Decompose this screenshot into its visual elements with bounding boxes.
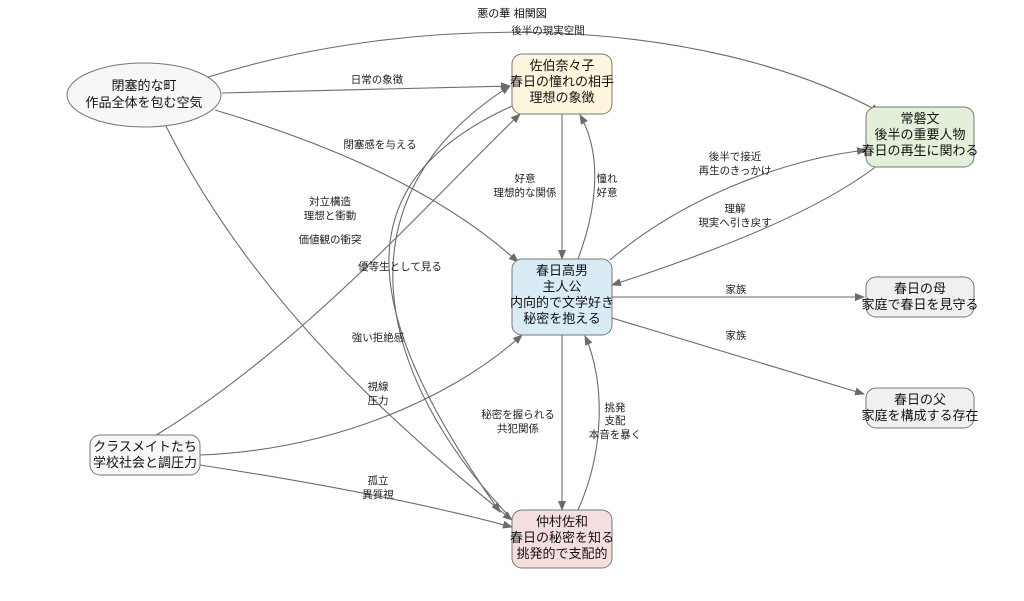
edges <box>147 31 881 529</box>
node-classmates-line2: 学校社会と調圧力 <box>93 455 197 471</box>
node-nakamura-line2: 春日の秘密を知る <box>510 530 614 546</box>
node-kasuga[interactable]: 春日高男 主人公 内向的で文学好き 秘密を抱える <box>510 258 614 336</box>
label-nakamura-kasuga-2: 支配 <box>605 415 626 427</box>
edge-classmates-kasuga <box>199 334 523 456</box>
node-tokiwa[interactable]: 常磐文 後半の重要人物 春日の再生に関わる <box>861 106 979 168</box>
node-saeki-line1: 佐伯奈々子 <box>529 59 594 74</box>
label-nakamura-kasuga-3: 本音を暴く <box>589 428 642 441</box>
label-kasuga-mother: 家族 <box>726 283 747 296</box>
label-saeki-kasuga-2: 理想的な関係 <box>494 186 557 199</box>
label-classmates-nakamura-2: 異質視 <box>362 488 394 501</box>
node-kasuga-line2: 主人公 <box>542 280 581 295</box>
node-kasuga-line3: 内向的で文学好き <box>510 295 614 311</box>
node-saeki[interactable]: 佐伯奈々子 春日の憧れの相手 理想の象徴 <box>510 53 614 115</box>
node-nakamura[interactable]: 仲村佐和 春日の秘密を知る 挑発的で支配的 <box>510 509 614 569</box>
node-saeki-line3: 理想の象徴 <box>529 90 594 106</box>
edge-tokiwa-kasuga <box>611 164 879 287</box>
edge-nakamura-kasuga <box>577 335 600 511</box>
label-kasuga-father: 家族 <box>726 329 747 342</box>
edge-kasuga-father <box>611 317 865 396</box>
node-town[interactable]: 閉塞的な町 作品全体を包む空気 <box>66 62 222 128</box>
edge-town-kasuga <box>214 109 519 263</box>
node-father-line1: 春日の父 <box>894 393 946 408</box>
node-kasuga-line1: 春日高男 <box>536 263 588 279</box>
diagram-title: 悪の華 相関図 <box>477 7 547 20</box>
node-kasuga-line4: 秘密を抱える <box>523 311 601 327</box>
node-classmates-line1: クラスメイトたち <box>93 440 197 455</box>
label-classmates-kasuga-1: 視線 <box>368 380 389 393</box>
edge-town-tokiwa <box>204 31 881 113</box>
node-tokiwa-line1: 常磐文 <box>900 112 939 127</box>
edge-classmates-nakamura <box>199 464 513 529</box>
label-nakamura-saeki: 価値観の衝突 <box>299 233 362 246</box>
label-town-tokiwa: 後半の現実空間 <box>511 24 585 37</box>
label-nakamura-kasuga-1: 挑発 <box>605 401 626 414</box>
edge-nakamura-saeki <box>392 85 511 516</box>
label-town-nakamura: 強い拒絶感 <box>352 331 405 344</box>
edge-classmates-saeki <box>147 113 521 441</box>
label-town-kasuga: 閉塞感を与える <box>343 138 416 151</box>
node-tokiwa-line3: 春日の再生に関わる <box>861 144 978 159</box>
label-tokiwa-kasuga-2: 現実へ引き戻す <box>698 216 772 229</box>
label-tokiwa-kasuga-1: 理解 <box>725 202 746 215</box>
label-saeki-nakamura-2: 理想と衝動 <box>304 209 357 222</box>
label-saeki-nakamura-1: 対立構造 <box>309 195 351 208</box>
node-father-line2: 家庭を構成する存在 <box>861 408 978 424</box>
edge-saeki-nakamura <box>388 105 513 513</box>
label-kasuga-saeki-1: 憧れ <box>597 172 618 185</box>
node-town-line2: 作品全体を包む空気 <box>85 95 202 111</box>
label-kasuga-nakamura-2: 共犯関係 <box>497 423 539 435</box>
node-mother-line1: 春日の母 <box>894 282 946 297</box>
label-kasuga-saeki-2: 好意 <box>597 186 618 199</box>
node-town-line1: 閉塞的な町 <box>111 78 176 94</box>
label-classmates-saeki: 優等生として見る <box>358 260 442 273</box>
edge-kasuga-saeki <box>577 114 596 260</box>
edge-kasuga-tokiwa <box>609 147 867 261</box>
label-kasuga-nakamura-1: 秘密を握られる <box>481 408 555 421</box>
node-father[interactable]: 春日の父 家庭を構成する存在 <box>861 387 979 429</box>
node-mother-line2: 家庭で春日を見守る <box>861 297 978 313</box>
label-classmates-kasuga-2: 圧力 <box>368 394 389 407</box>
label-classmates-nakamura-1: 孤立 <box>368 474 389 487</box>
node-classmates[interactable]: クラスメイトたち 学校社会と調圧力 <box>89 434 201 476</box>
label-saeki-kasuga-1: 好意 <box>515 172 536 185</box>
node-saeki-line2: 春日の憧れの相手 <box>510 75 614 90</box>
node-tokiwa-line2: 後半の重要人物 <box>874 127 965 143</box>
node-mother[interactable]: 春日の母 家庭で春日を見守る <box>861 276 979 318</box>
node-nakamura-line3: 挑発的で支配的 <box>516 546 607 562</box>
label-kasuga-tokiwa-2: 再生のきっかけ <box>699 164 772 177</box>
edge-town-saeki <box>221 82 511 94</box>
label-town-saeki: 日常の象徴 <box>351 73 404 86</box>
edge-town-nakamura <box>161 117 513 521</box>
label-kasuga-tokiwa-1: 後半で接近 <box>709 150 762 163</box>
edge-labels: 後半の現実空間 日常の象徴 閉塞感を与える 強い拒絶感 好意 理想的な関係 憧れ… <box>299 24 772 501</box>
node-nakamura-line1: 仲村佐和 <box>536 515 588 530</box>
